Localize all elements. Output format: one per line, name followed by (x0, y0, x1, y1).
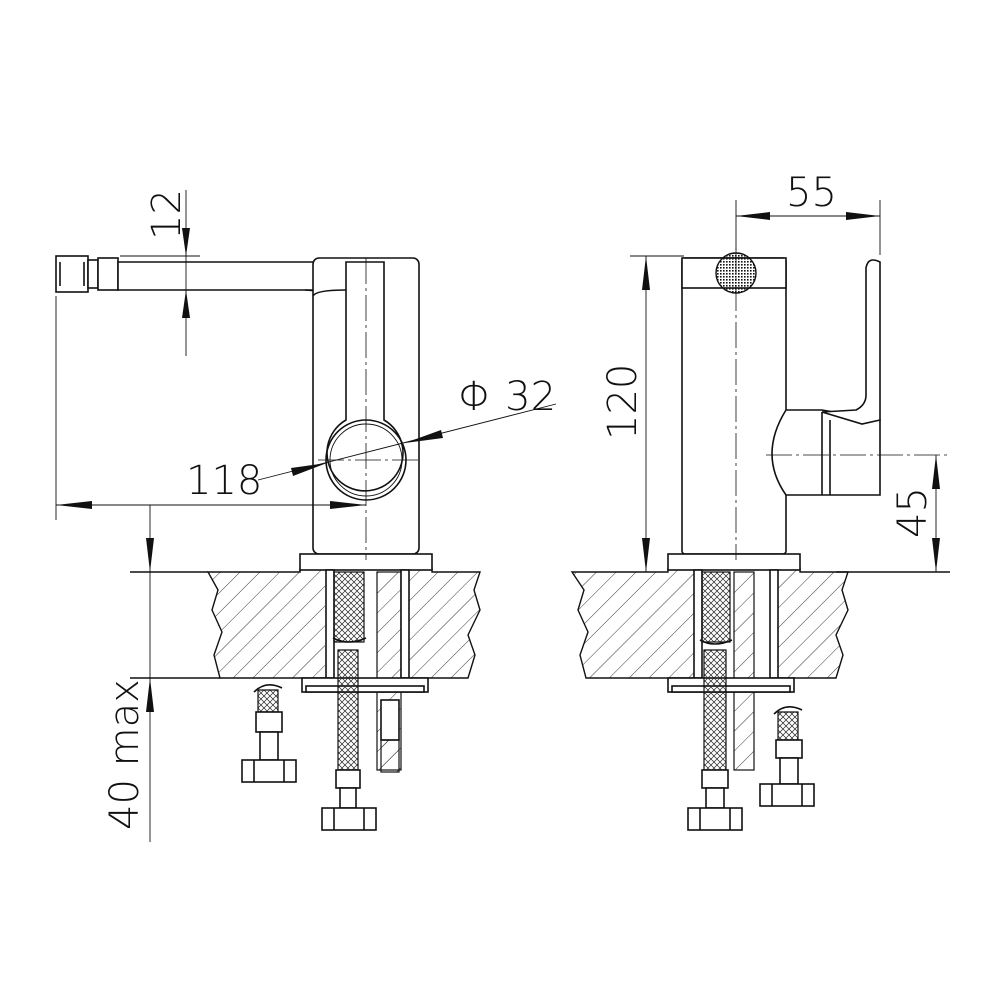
hose-nut-1 (321, 807, 377, 831)
dim-label-118: 118 (186, 458, 262, 504)
dim-label-55: 55 (786, 170, 837, 216)
base-flange-right (667, 553, 801, 571)
hose-nut-4 (759, 783, 815, 807)
hose-nut-3 (687, 807, 743, 831)
lever-handle (771, 409, 881, 496)
dim-label-120: 120 (600, 364, 646, 440)
dim-label-diameter: Φ 32 (458, 374, 556, 420)
front-view (570, 200, 950, 831)
dim-label-40max: 40 max (102, 679, 148, 830)
dim-label-45: 45 (890, 487, 936, 538)
spout-arm (117, 261, 347, 291)
mixer-body-right (681, 257, 787, 555)
dim-label-12: 12 (144, 189, 190, 240)
hose-nut-2 (241, 759, 297, 783)
side-view (55, 190, 557, 842)
